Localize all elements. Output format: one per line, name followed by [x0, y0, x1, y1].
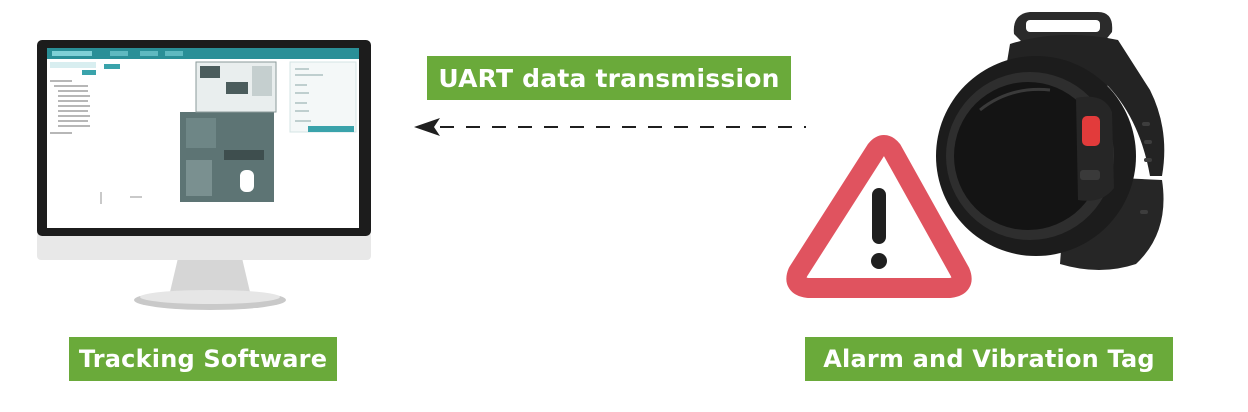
floorplan-room-2	[226, 82, 248, 94]
screen-floor-btn	[104, 64, 120, 69]
buckle-hole	[1026, 20, 1100, 32]
screen-logo	[52, 51, 92, 56]
screen-scrollbar	[100, 192, 102, 204]
floorplan-table	[240, 170, 254, 192]
screen-footer-text	[130, 196, 142, 198]
screen-tree	[50, 80, 90, 134]
monitor-stand-neck	[170, 258, 250, 292]
arrowhead	[414, 118, 440, 136]
screen-search	[50, 62, 96, 68]
screen-menu-1	[110, 51, 128, 56]
dashed-arrow-left	[414, 118, 806, 136]
screen-topbar	[47, 48, 359, 59]
watch-strap-lower	[1060, 178, 1164, 270]
screen-btn	[82, 70, 96, 75]
screen-menu-3	[165, 51, 183, 56]
warning-triangle-icon	[786, 135, 972, 298]
desktop-monitor-icon	[37, 40, 371, 310]
alarm-vibration-tag-label: Alarm and Vibration Tag	[805, 337, 1173, 381]
exclamation-dot	[871, 253, 887, 269]
side-sensor	[1080, 170, 1100, 180]
wristband-tag-icon	[936, 12, 1165, 270]
floorplan-room-6	[186, 160, 212, 196]
strap-holes	[1140, 122, 1152, 214]
floorplan-room-4	[186, 118, 216, 148]
watch-face	[954, 82, 1102, 230]
face-highlight	[979, 87, 1051, 112]
screen-menu-2	[140, 51, 158, 56]
floorplan-room-3	[252, 66, 272, 96]
uart-transmission-label: UART data transmission	[427, 56, 791, 100]
screen-right-fields	[295, 68, 323, 122]
exclamation-bar	[872, 188, 886, 244]
monitor-stand-base-top	[140, 290, 280, 304]
floorplan-room-5	[224, 150, 264, 160]
tracking-software-label: Tracking Software	[69, 337, 337, 381]
screen-right-button	[308, 126, 354, 132]
monitor-chin	[37, 232, 371, 260]
floorplan-room-1	[200, 66, 220, 78]
side-housing	[1076, 96, 1114, 201]
sos-button	[1082, 116, 1100, 146]
